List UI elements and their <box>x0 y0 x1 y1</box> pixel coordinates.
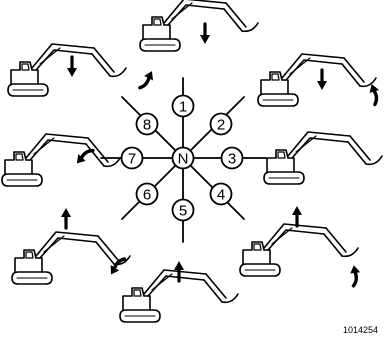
position-number: 8 <box>143 117 151 134</box>
excavator-icon <box>1 133 121 187</box>
curved-arrow-icon <box>343 263 365 288</box>
arrow-icon <box>65 55 79 79</box>
position-number: 6 <box>143 187 151 204</box>
position-number: 4 <box>217 187 225 204</box>
arrow-icon <box>315 68 329 92</box>
position-number: 7 <box>128 151 136 168</box>
position-marker-7: 7 <box>120 146 144 170</box>
center-label: N <box>178 151 189 168</box>
excavator-icon <box>263 131 383 185</box>
position-marker-1: 1 <box>171 94 195 118</box>
curved-arrow-icon <box>73 148 97 166</box>
position-marker-2: 2 <box>209 112 233 136</box>
curved-arrow-icon <box>363 82 383 107</box>
arrow-icon <box>59 206 73 230</box>
position-number: 5 <box>179 203 187 220</box>
figure-code: 1014254 <box>343 325 378 335</box>
position-marker-5: 5 <box>171 198 195 222</box>
position-marker-8: 8 <box>135 112 159 136</box>
position-marker-3: 3 <box>220 146 244 170</box>
arrow-icon <box>198 22 212 46</box>
position-marker-6: 6 <box>135 182 159 206</box>
position-number: 2 <box>217 117 225 134</box>
arrow-icon <box>290 204 304 228</box>
excavator-icon <box>7 43 127 97</box>
position-number: 1 <box>179 99 187 116</box>
position-marker-4: 4 <box>209 182 233 206</box>
excavator-icon <box>139 0 259 52</box>
center-neutral-marker: N <box>171 146 195 170</box>
excavator-icon <box>11 231 131 285</box>
position-number: 3 <box>228 151 236 168</box>
excavator-icon <box>239 223 359 277</box>
curved-arrow-icon <box>133 69 158 90</box>
excavator-icon <box>257 53 377 107</box>
